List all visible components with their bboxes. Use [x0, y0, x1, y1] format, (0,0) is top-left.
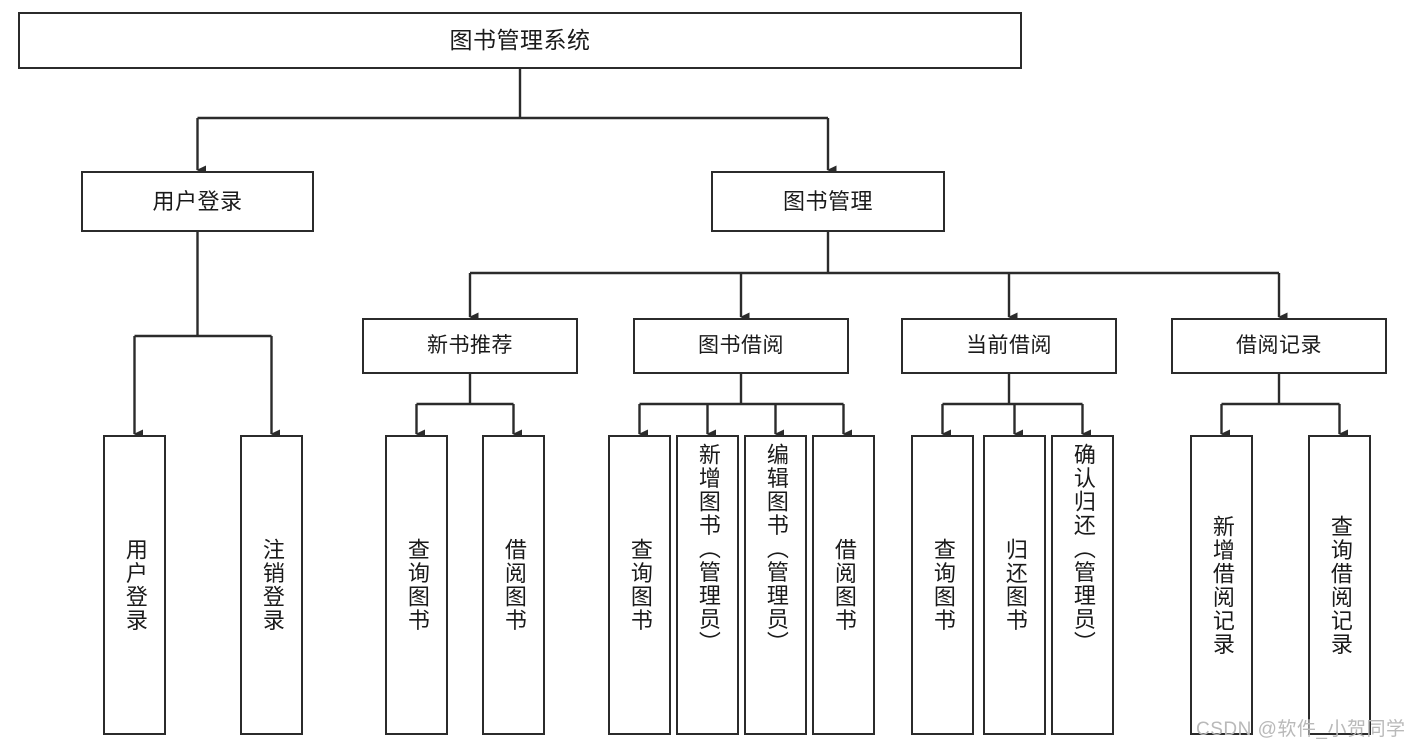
node-label: 借阅记录 [1236, 333, 1322, 357]
leaf-borrow-book[interactable]: 借阅图书 [812, 435, 875, 735]
node-label: 图书管理系统 [449, 27, 591, 54]
leaf-logout[interactable]: 注销登录 [240, 435, 303, 735]
node-label: 图书管理 [782, 188, 873, 214]
leaf-edit-book[interactable]: 编辑图书（管理员） [744, 435, 807, 735]
node-book-borrowing[interactable]: 图书借阅 [633, 318, 849, 374]
node-book-management[interactable]: 图书管理 [711, 171, 945, 232]
node-label: 借阅图书 [501, 538, 527, 632]
node-label: 新书推荐 [427, 333, 513, 357]
leaf-borrow-book-rec[interactable]: 借阅图书 [482, 435, 545, 735]
node-book-management-system[interactable]: 图书管理系统 [18, 12, 1022, 69]
node-label: 归还图书 [1002, 538, 1028, 632]
node-user-login[interactable]: 用户登录 [81, 171, 314, 232]
node-label: 用户登录 [152, 188, 243, 214]
node-new-book-recommendation[interactable]: 新书推荐 [362, 318, 578, 374]
node-borrowing-records[interactable]: 借阅记录 [1171, 318, 1387, 374]
node-current-borrowing[interactable]: 当前借阅 [901, 318, 1117, 374]
leaf-query-record[interactable]: 查询借阅记录 [1308, 435, 1371, 735]
leaf-query-book-cur[interactable]: 查询图书 [911, 435, 974, 735]
node-label: 新增图书（管理员） [695, 443, 721, 655]
node-label: 新增借阅记录 [1209, 514, 1235, 656]
node-label: 查询图书 [627, 538, 653, 632]
node-label: 查询图书 [404, 538, 430, 632]
leaf-user-login[interactable]: 用户登录 [103, 435, 166, 735]
node-label: 当前借阅 [966, 333, 1052, 357]
leaf-query-book-rec[interactable]: 查询图书 [385, 435, 448, 735]
node-label: 借阅图书 [831, 538, 857, 632]
leaf-add-record[interactable]: 新增借阅记录 [1190, 435, 1253, 735]
node-label: 注销登录 [259, 538, 285, 632]
node-label: 查询图书 [930, 538, 956, 632]
leaf-add-book[interactable]: 新增图书（管理员） [676, 435, 739, 735]
node-label: 用户登录 [122, 538, 148, 632]
node-label: 查询借阅记录 [1327, 514, 1353, 656]
node-label: 编辑图书（管理员） [763, 443, 789, 655]
node-label: 确认归还（管理员） [1070, 443, 1096, 655]
watermark-text: CSDN @软件_小贺同学 [1196, 719, 1405, 740]
leaf-confirm-return[interactable]: 确认归还（管理员） [1051, 435, 1114, 735]
node-label: 图书借阅 [698, 333, 784, 357]
leaf-query-book[interactable]: 查询图书 [608, 435, 671, 735]
leaf-return-book[interactable]: 归还图书 [983, 435, 1046, 735]
